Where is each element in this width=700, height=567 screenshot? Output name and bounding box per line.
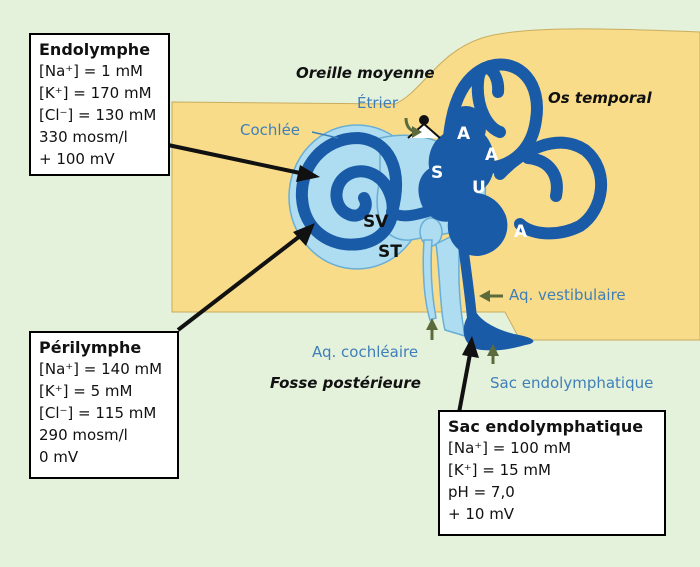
endolymphe-title: Endolymphe: [39, 40, 151, 59]
etrier-label: Étrier: [357, 94, 399, 112]
endolymphe-osmolarity: 330 mosm/l: [39, 128, 128, 146]
endolymph-sacs: [418, 106, 534, 351]
perilymphe-na: [Na⁺] = 140 mM: [39, 360, 163, 378]
perilymphe-cl: [Cl⁻] = 115 mM: [39, 404, 157, 422]
saccule-marker: S: [431, 163, 444, 183]
oreille-moyenne-label: Oreille moyenne: [296, 64, 435, 82]
scala-vestibuli-marker: SV: [363, 212, 389, 232]
scala-tympani-marker: ST: [378, 242, 402, 262]
perilymphe-osmolarity: 290 mosm/l: [39, 426, 128, 444]
sac-k: [K⁺] = 15 mM: [448, 461, 551, 479]
endolymphe-na: [Na⁺] = 1 mM: [39, 62, 144, 80]
endolymphe-k: [K⁺] = 170 mM: [39, 84, 152, 102]
aq-cochleaire-label: Aq. cochléaire: [312, 343, 419, 361]
sac-potential: + 10 mV: [448, 505, 515, 523]
ampulla-marker-2: A: [485, 145, 499, 165]
os-temporal-label: Os temporal: [548, 89, 652, 107]
perilymphe-potential: 0 mV: [39, 448, 79, 466]
sac-na: [Na⁺] = 100 mM: [448, 439, 572, 457]
sac-endolymphatique-title: Sac endolymphatique: [448, 417, 644, 436]
sac-endolymphatique-box: Sac endolymphatique [Na⁺] = 100 mM [K⁺] …: [438, 410, 666, 536]
ampulla-marker-3: A: [514, 222, 528, 242]
perilymphe-title: Périlymphe: [39, 338, 142, 357]
perilymphe-k: [K⁺] = 5 mM: [39, 382, 133, 400]
green-pointers: [404, 117, 503, 364]
label-leaders: [311, 131, 339, 139]
endolymphe-cl: [Cl⁻] = 130 mM: [39, 106, 157, 124]
ampulla-marker-1: A: [457, 124, 471, 144]
utricle-marker: U: [472, 178, 486, 198]
sac-endolymphatique-label: Sac endolymphatique: [490, 374, 654, 392]
endolymphe-potential: + 100 mV: [39, 150, 115, 168]
endolymphe-box: Endolymphe [Na⁺] = 1 mM [K⁺] = 170 mM [C…: [29, 33, 170, 176]
cochlee-label: Cochlée: [240, 121, 301, 139]
fosse-posterieure-label: Fosse postérieure: [270, 374, 421, 392]
sac-ph: pH = 7,0: [448, 483, 515, 501]
callout-arrows: [167, 143, 479, 419]
perilymphe-box: Périlymphe [Na⁺] = 140 mM [K⁺] = 5 mM [C…: [29, 331, 179, 479]
aq-vestibulaire-label: Aq. vestibulaire: [509, 286, 626, 304]
